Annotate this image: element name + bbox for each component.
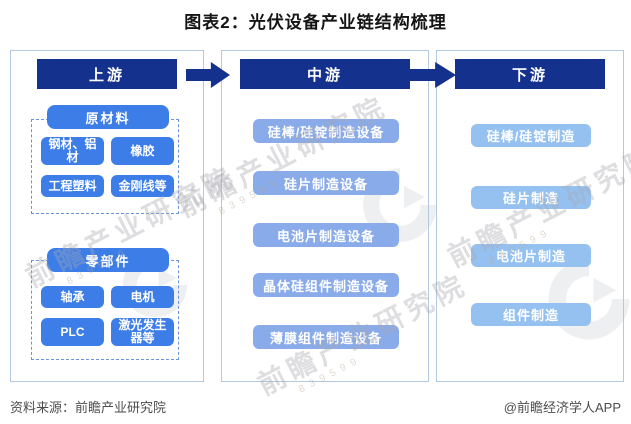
item-module-mfg: 组件制造 <box>471 303 591 326</box>
header-midstream: 中游 <box>240 59 410 89</box>
item-bearing: 轴承 <box>41 286 104 308</box>
panel-midstream: 中游 硅棒/硅锭制造设备 硅片制造设备 电池片制造设备 晶体硅组件制造设备 薄膜… <box>221 50 429 382</box>
header-downstream: 下游 <box>455 59 605 89</box>
item-diamond-wire: 金刚线等 <box>111 175 174 197</box>
item-rubber: 橡胶 <box>111 137 174 165</box>
panel-downstream: 下游 硅棒/硅锭制造 硅片制造 电池片制造 组件制造 <box>436 50 624 382</box>
item-wafer-equipment: 硅片制造设备 <box>253 171 399 195</box>
group-label-raw-materials: 原材料 <box>47 105 169 129</box>
item-steel-aluminum: 钢材、铝材 <box>41 137 104 165</box>
panel-upstream: 上游 原材料 钢材、铝材 橡胶 工程塑料 金刚线等 零部件 轴承 电机 PLC … <box>10 50 204 382</box>
item-engineering-plastics: 工程塑料 <box>41 175 104 197</box>
figure-title: 图表2：光伏设备产业链结构梳理 <box>184 13 447 32</box>
source-note: 资料来源：前瞻产业研究院 <box>10 400 167 415</box>
item-thinfilm-module-equipment: 薄膜组件制造设备 <box>253 325 399 349</box>
credit-note: @前瞻经济学人APP <box>503 400 621 415</box>
group-label-components: 零部件 <box>47 248 169 272</box>
item-silicon-rod-ingot-equipment: 硅棒/硅锭制造设备 <box>253 119 399 143</box>
header-upstream: 上游 <box>37 59 177 89</box>
item-laser-generator: 激光发生器等 <box>111 318 174 346</box>
item-motor: 电机 <box>111 286 174 308</box>
item-silicon-rod-ingot-mfg: 硅棒/硅锭制造 <box>471 124 591 147</box>
raw-materials-dashed-box <box>31 119 179 214</box>
item-cell-equipment: 电池片制造设备 <box>253 223 399 247</box>
item-wafer-mfg: 硅片制造 <box>471 186 591 209</box>
item-cell-mfg: 电池片制造 <box>471 244 591 267</box>
flow-arrow-midstream-to-downstream <box>408 62 456 88</box>
item-crystalline-module-equipment: 晶体硅组件制造设备 <box>253 273 399 297</box>
item-plc: PLC <box>41 318 104 346</box>
flow-arrow-upstream-to-midstream <box>186 62 230 88</box>
